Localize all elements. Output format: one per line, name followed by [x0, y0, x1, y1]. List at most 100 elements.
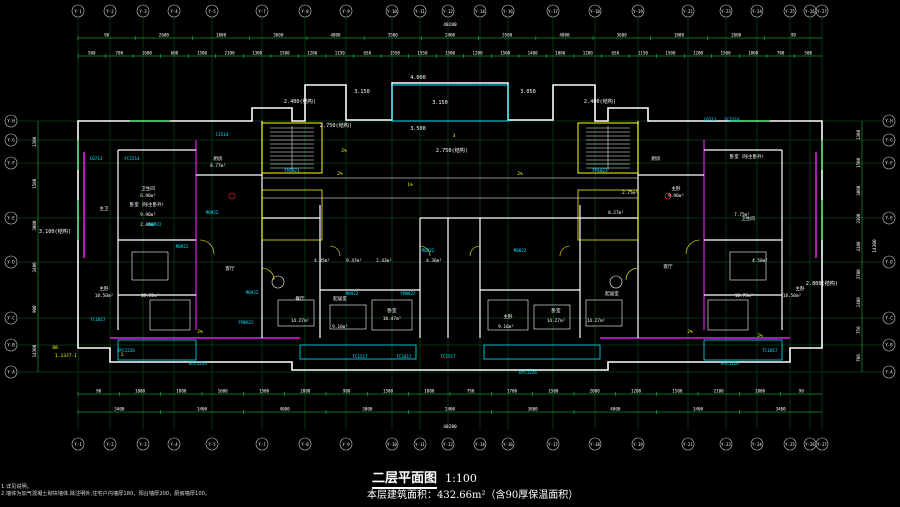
room-area: 14.27m²	[291, 318, 310, 324]
grid-label-bottom: Y-25	[785, 442, 795, 447]
grid-bubble-bottom	[441, 437, 455, 451]
grid-label-bottom: Y-3	[139, 442, 147, 447]
grid-label-top: Y-19	[633, 9, 643, 14]
grid-label-top: Y-26	[805, 9, 815, 14]
door-tag: FC1514	[724, 117, 740, 122]
dimension-left: 900	[32, 305, 37, 313]
dimension-top-row2: 1500	[721, 51, 732, 56]
dimension-top-row1: 3600	[617, 33, 628, 38]
grid-label-bottom: Y-8	[301, 442, 309, 447]
dimension-top-row2: 1000	[555, 51, 566, 56]
grid-label-bottom: Y-16	[503, 442, 513, 447]
grid-label-bottom: Y-17	[548, 442, 558, 447]
door-tag: FM0922	[238, 320, 254, 325]
dimension-right: 1500	[856, 157, 861, 168]
room-area: 7.75m²	[734, 212, 750, 218]
room-area: 4.36m²	[426, 258, 442, 264]
dimension-bottom-row1: 1800	[176, 389, 187, 394]
door-tag: M0822	[422, 248, 435, 253]
dimension-right: 2400	[856, 297, 861, 308]
grid-bubble-bottom	[719, 437, 733, 451]
dimension-bottom-row2: 4000	[280, 407, 291, 412]
dimension-bottom-row1: 1000	[424, 389, 435, 394]
dimension-top-row2: 600	[171, 51, 179, 56]
dimension-top-row2: 1500	[500, 51, 511, 56]
room-area: 9.16m²	[498, 324, 514, 330]
callout: 88	[52, 345, 58, 351]
dimension-right: 1300	[856, 129, 861, 140]
grid-label-bottom: Y-10	[387, 442, 397, 447]
dimension-right: 3300	[856, 213, 861, 224]
grid-label-left: Y-H	[7, 119, 15, 124]
door-tag: FM0822	[400, 291, 416, 296]
grid-label-top: Y-23	[721, 9, 731, 14]
grid-label-bottom: Y-26	[805, 442, 815, 447]
drawing-scale: 1:100	[445, 472, 477, 485]
door-tag: M0922	[176, 244, 189, 249]
level-mark: 3.100(结构)	[39, 227, 71, 235]
dimension-top-row2: 700	[116, 51, 124, 56]
window-tag: BYC1226	[519, 370, 537, 375]
grid-label-top: Y-10	[387, 9, 397, 14]
grid-bubble-bottom	[588, 437, 602, 451]
dimension-bottom-row1: 2000	[300, 389, 311, 394]
room-area: 2.75m²	[622, 190, 638, 196]
building-outline	[77, 82, 823, 371]
grid-label-bottom: Y-21	[683, 442, 693, 447]
grid-axis-right: Y-HY-GY-FY-EY-DY-CY-BY-A	[882, 114, 896, 379]
drawing-notes: 1.详见说明。 2.墙体为加气混凝土砌块墙体,除注明外,住宅户内墙厚180，阳台…	[1, 484, 210, 498]
level-mark: 3.500	[410, 126, 426, 132]
dimension-bottom-row1: 750	[467, 389, 475, 394]
dimension-bottom-row2: 3400	[114, 407, 125, 412]
dimension-top-row2: 700	[777, 51, 785, 56]
level-mark: 3.150	[354, 89, 370, 95]
dimension-top-row2: 1500	[197, 51, 208, 56]
door-tag: M0822	[514, 248, 527, 253]
dimension-bottom-row2: 3400	[197, 407, 208, 412]
level-mark: 3.050	[520, 89, 536, 95]
door-tag: FM0922	[146, 222, 162, 227]
drawing-note-1: 1.详见说明。	[1, 484, 32, 490]
room-area: 18.73m²	[735, 293, 754, 299]
dimension-top-row1: 2400	[445, 33, 456, 38]
dimension-bottom-row1: 2000	[590, 389, 601, 394]
room-label: 厨房	[651, 155, 661, 162]
room-label: 起居室	[605, 290, 619, 297]
room-label: 卧室（除主卧外）	[130, 201, 167, 208]
dimension-top-row1: 90	[791, 33, 797, 38]
level-mark: 2.400(结构)	[284, 97, 316, 105]
dimension-top-row2: 2100	[225, 51, 236, 56]
room-label: 主卧	[671, 185, 681, 192]
grid-bubble-bottom	[750, 437, 764, 451]
grid-label-left: Y-F	[7, 161, 15, 166]
room-label: 主卫	[99, 205, 109, 212]
dimension-bottom-row1: 900	[343, 389, 351, 394]
grid-bubble-bottom	[103, 437, 117, 451]
dimension-bottom-row1: 1800	[135, 389, 146, 394]
door-tag: M0922	[346, 291, 359, 296]
dimension-top-row1: 3500	[502, 33, 513, 38]
drawing-note-2: 2.墙体为加气混凝土砌块墙体,除注明外,住宅户内墙厚180，阳台墙厚200，厨房…	[1, 491, 211, 497]
dimension-top-row2: 1200	[583, 51, 594, 56]
dimension-bottom-row1: 90	[96, 389, 102, 394]
level-mark: 2.400(结构)	[584, 97, 616, 105]
room-label: 主卧	[503, 313, 513, 320]
grid-label-top: Y-7	[258, 9, 266, 14]
dimension-bottom-row1: 1700	[507, 389, 518, 394]
grid-label-top: Y-18	[590, 9, 600, 14]
grid-bubble-bottom	[385, 437, 399, 451]
room-label: 起居室	[333, 295, 347, 302]
dimension-top-row2: 1800	[748, 51, 759, 56]
grid-bubble-bottom	[631, 437, 645, 451]
window-tag: TC1817	[90, 317, 106, 322]
dimension-bottom-row1: 1500	[383, 389, 394, 394]
grid-label-top: Y-11	[415, 9, 425, 14]
callout: 2%	[687, 329, 693, 335]
window-tag: BYC1226	[117, 348, 135, 353]
dimension-bottom-row1: 1500	[259, 389, 270, 394]
window-tag: TC1817	[396, 354, 412, 359]
dimension-overall-top: 40280	[443, 22, 457, 28]
dimension-bottom-row1: 2100	[714, 389, 725, 394]
